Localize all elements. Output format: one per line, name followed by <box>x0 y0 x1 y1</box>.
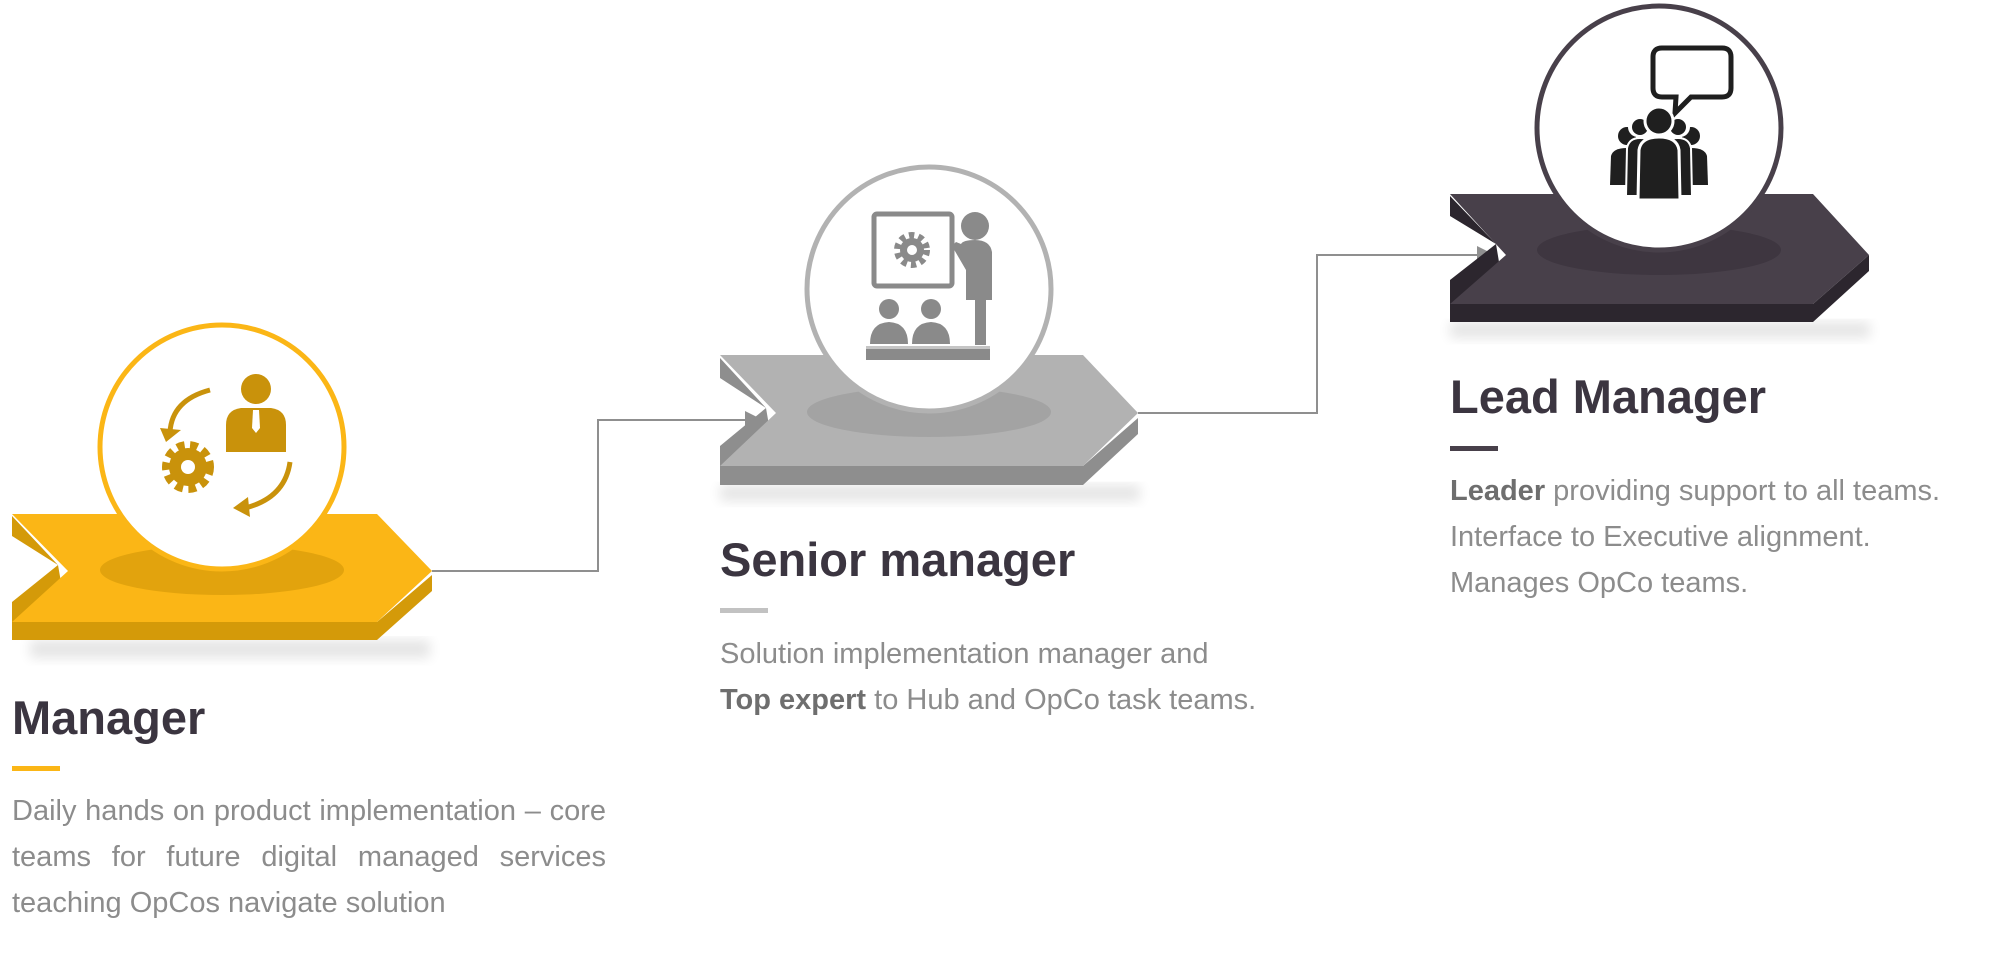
lead-platform-side <box>1450 196 1869 322</box>
manager-cycle-gear-person-icon <box>160 374 293 517</box>
lead-manager-title: Lead Manager <box>1450 370 1767 423</box>
manager-platform-side <box>12 516 432 640</box>
lead-manager-description: Leader providing support to all teams. I… <box>1450 468 2010 606</box>
manager-icon-circle <box>97 322 347 572</box>
connector-2 <box>1138 246 1495 414</box>
step-lead-manager <box>1450 3 1870 338</box>
team-speech-bubble-icon <box>1610 45 1734 202</box>
senior-manager-description: Solution implementation manager and Top … <box>720 631 1324 723</box>
manager-title: Manager <box>12 691 206 744</box>
connector-1 <box>432 411 763 572</box>
senior-desc-line-1: Solution implementation manager and <box>720 638 1209 670</box>
manager-description: Daily hands on product implementation – … <box>12 795 606 919</box>
senior-desc-line-2: Top expert to Hub and OpCo task teams. <box>720 684 1257 716</box>
manager-underline <box>12 766 60 771</box>
step-manager <box>12 322 432 658</box>
senior-manager-title: Senior manager <box>720 533 1076 586</box>
lead-desc-line-3: Manages OpCo teams. <box>1450 567 1749 599</box>
presenter-board-audience-icon <box>866 211 992 360</box>
lead-desc-line-2: Interface to Executive alignment. <box>1450 521 1871 553</box>
lead-manager-underline <box>1450 446 1498 451</box>
senior-platform-side <box>720 358 1138 485</box>
senior-manager-underline <box>720 608 768 613</box>
step-senior-manager <box>720 164 1140 501</box>
senior-icon-circle <box>804 164 1054 414</box>
lead-desc-line-1: Leader providing support to all teams. <box>1450 475 1941 507</box>
